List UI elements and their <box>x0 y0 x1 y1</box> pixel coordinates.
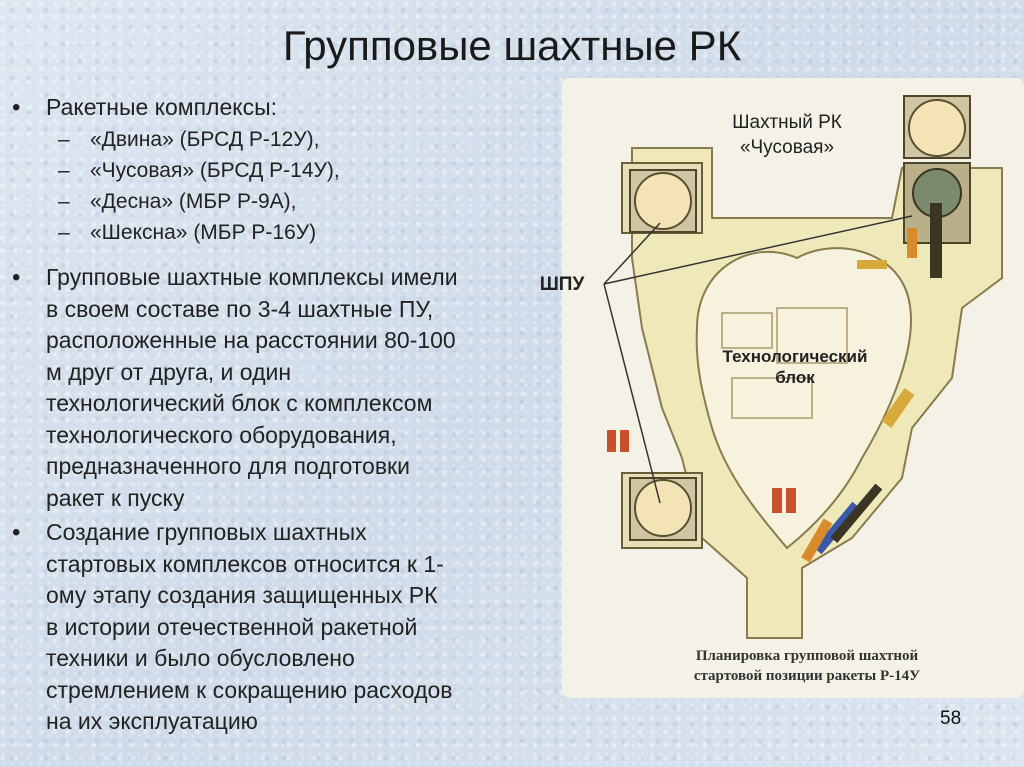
slide-title: Групповые шахтные РК <box>282 22 742 69</box>
label-tech-line1: Технологический <box>722 347 868 366</box>
bullet-creation: • Создание групповых шахтных стартовых к… <box>12 517 566 738</box>
vehicle-yellow <box>881 388 915 428</box>
label-silo-rk-line1: Шахтный РК <box>732 112 842 133</box>
diagram-caption-line1: Планировка групповой шахтной <box>696 648 919 664</box>
sub-item: –«Шексна» (МБР Р-16У) <box>58 221 317 244</box>
missile-on-erector <box>930 203 942 278</box>
bullet-line: в своем составе по 3-4 шахтные ПУ, <box>46 295 434 322</box>
vehicle-red <box>786 488 796 513</box>
label-shpu: ШПУ <box>539 274 585 295</box>
vehicle-dark <box>830 483 883 544</box>
bullet-line: Создание групповых шахтных <box>46 519 367 545</box>
sub-item-text: «Двина» (БРСД Р-12У), <box>90 128 320 151</box>
label-silo-rk-line2: «Чусовая» <box>739 137 835 158</box>
tech-building <box>721 312 773 349</box>
bullet-line: Групповые шахтные комплексы имели <box>46 264 458 290</box>
bullet-line: технологический блок с комплексом <box>46 390 433 416</box>
bullet-line: предназначенного для подготовки <box>46 453 410 479</box>
bullet-line: технологического оборудования, <box>46 421 397 448</box>
page-number: 58 <box>940 708 962 729</box>
vehicle-red <box>607 430 616 452</box>
silo-layout-diagram: Планировка групповой шахтной стартовой п… <box>540 78 1024 698</box>
sub-item: –«Чусовая» (БРСД Р-14У), <box>58 159 340 182</box>
bullet-line: в истории отечественной ракетной <box>46 613 418 640</box>
bullet-line: на их эксплуатацию <box>46 708 258 734</box>
diagram-caption-line2: стартовой позиции ракеты Р-14У <box>694 668 920 684</box>
bullet-line: расположенные на расстоянии 80-100 <box>46 327 456 353</box>
label-tech-line2: блок <box>775 368 815 387</box>
label-silo-rk: Шахтный РК «Чусовая» <box>712 110 862 160</box>
tech-building <box>776 307 848 364</box>
bullet-line: ому этапу создания защищенных РК <box>46 582 438 608</box>
silo-layout-drawing: Планировка групповой шахтной стартовой п… <box>603 95 1003 684</box>
bullet-text: Ракетные комплексы: <box>46 94 277 120</box>
bullet-dot: • <box>12 264 21 291</box>
interior-road <box>695 247 912 550</box>
bullet-dot: • <box>12 519 21 546</box>
bullet-line: стартовых комплексов относится к 1- <box>46 550 444 577</box>
callout-line <box>603 283 661 504</box>
bullet-dot: • <box>12 94 21 121</box>
bullet-missile-complexes: • Ракетные комплексы: <box>12 92 566 124</box>
sub-item: –«Десна» (МБР Р-9А), <box>58 190 297 213</box>
sub-item-text: «Десна» (МБР Р-9А), <box>90 190 297 213</box>
sub-item-text: «Шексна» (МБР Р-16У) <box>90 221 317 244</box>
callout-line <box>603 222 661 285</box>
bullet-line: техники и было обусловлено <box>46 645 355 671</box>
vehicle-yellow <box>857 260 887 269</box>
silo-hatch-bottom-left <box>634 479 692 537</box>
label-tech-block: Технологический блок <box>710 346 880 388</box>
silo-hatch-top-right <box>908 99 966 157</box>
vehicle-orange <box>907 228 917 258</box>
bullet-line: ракет к пуску <box>46 484 185 511</box>
bullet-group-complexes: • Групповые шахтные комплексы имели в св… <box>12 262 566 514</box>
vehicle-orange <box>801 518 833 563</box>
tech-building <box>731 377 813 419</box>
sub-item-text: «Чусовая» (БРСД Р-14У), <box>90 159 340 182</box>
vehicle-red <box>772 488 782 513</box>
vehicle-red <box>620 430 629 452</box>
bullet-line: стремлением к сокращению расходов <box>46 676 453 703</box>
callout-line <box>603 215 913 285</box>
silo-hatch-top-left <box>634 172 692 230</box>
vehicle-blue <box>813 501 861 555</box>
sub-item: –«Двина» (БРСД Р-12У), <box>58 128 320 151</box>
bullet-line: м друг от друга, и один <box>46 358 292 385</box>
